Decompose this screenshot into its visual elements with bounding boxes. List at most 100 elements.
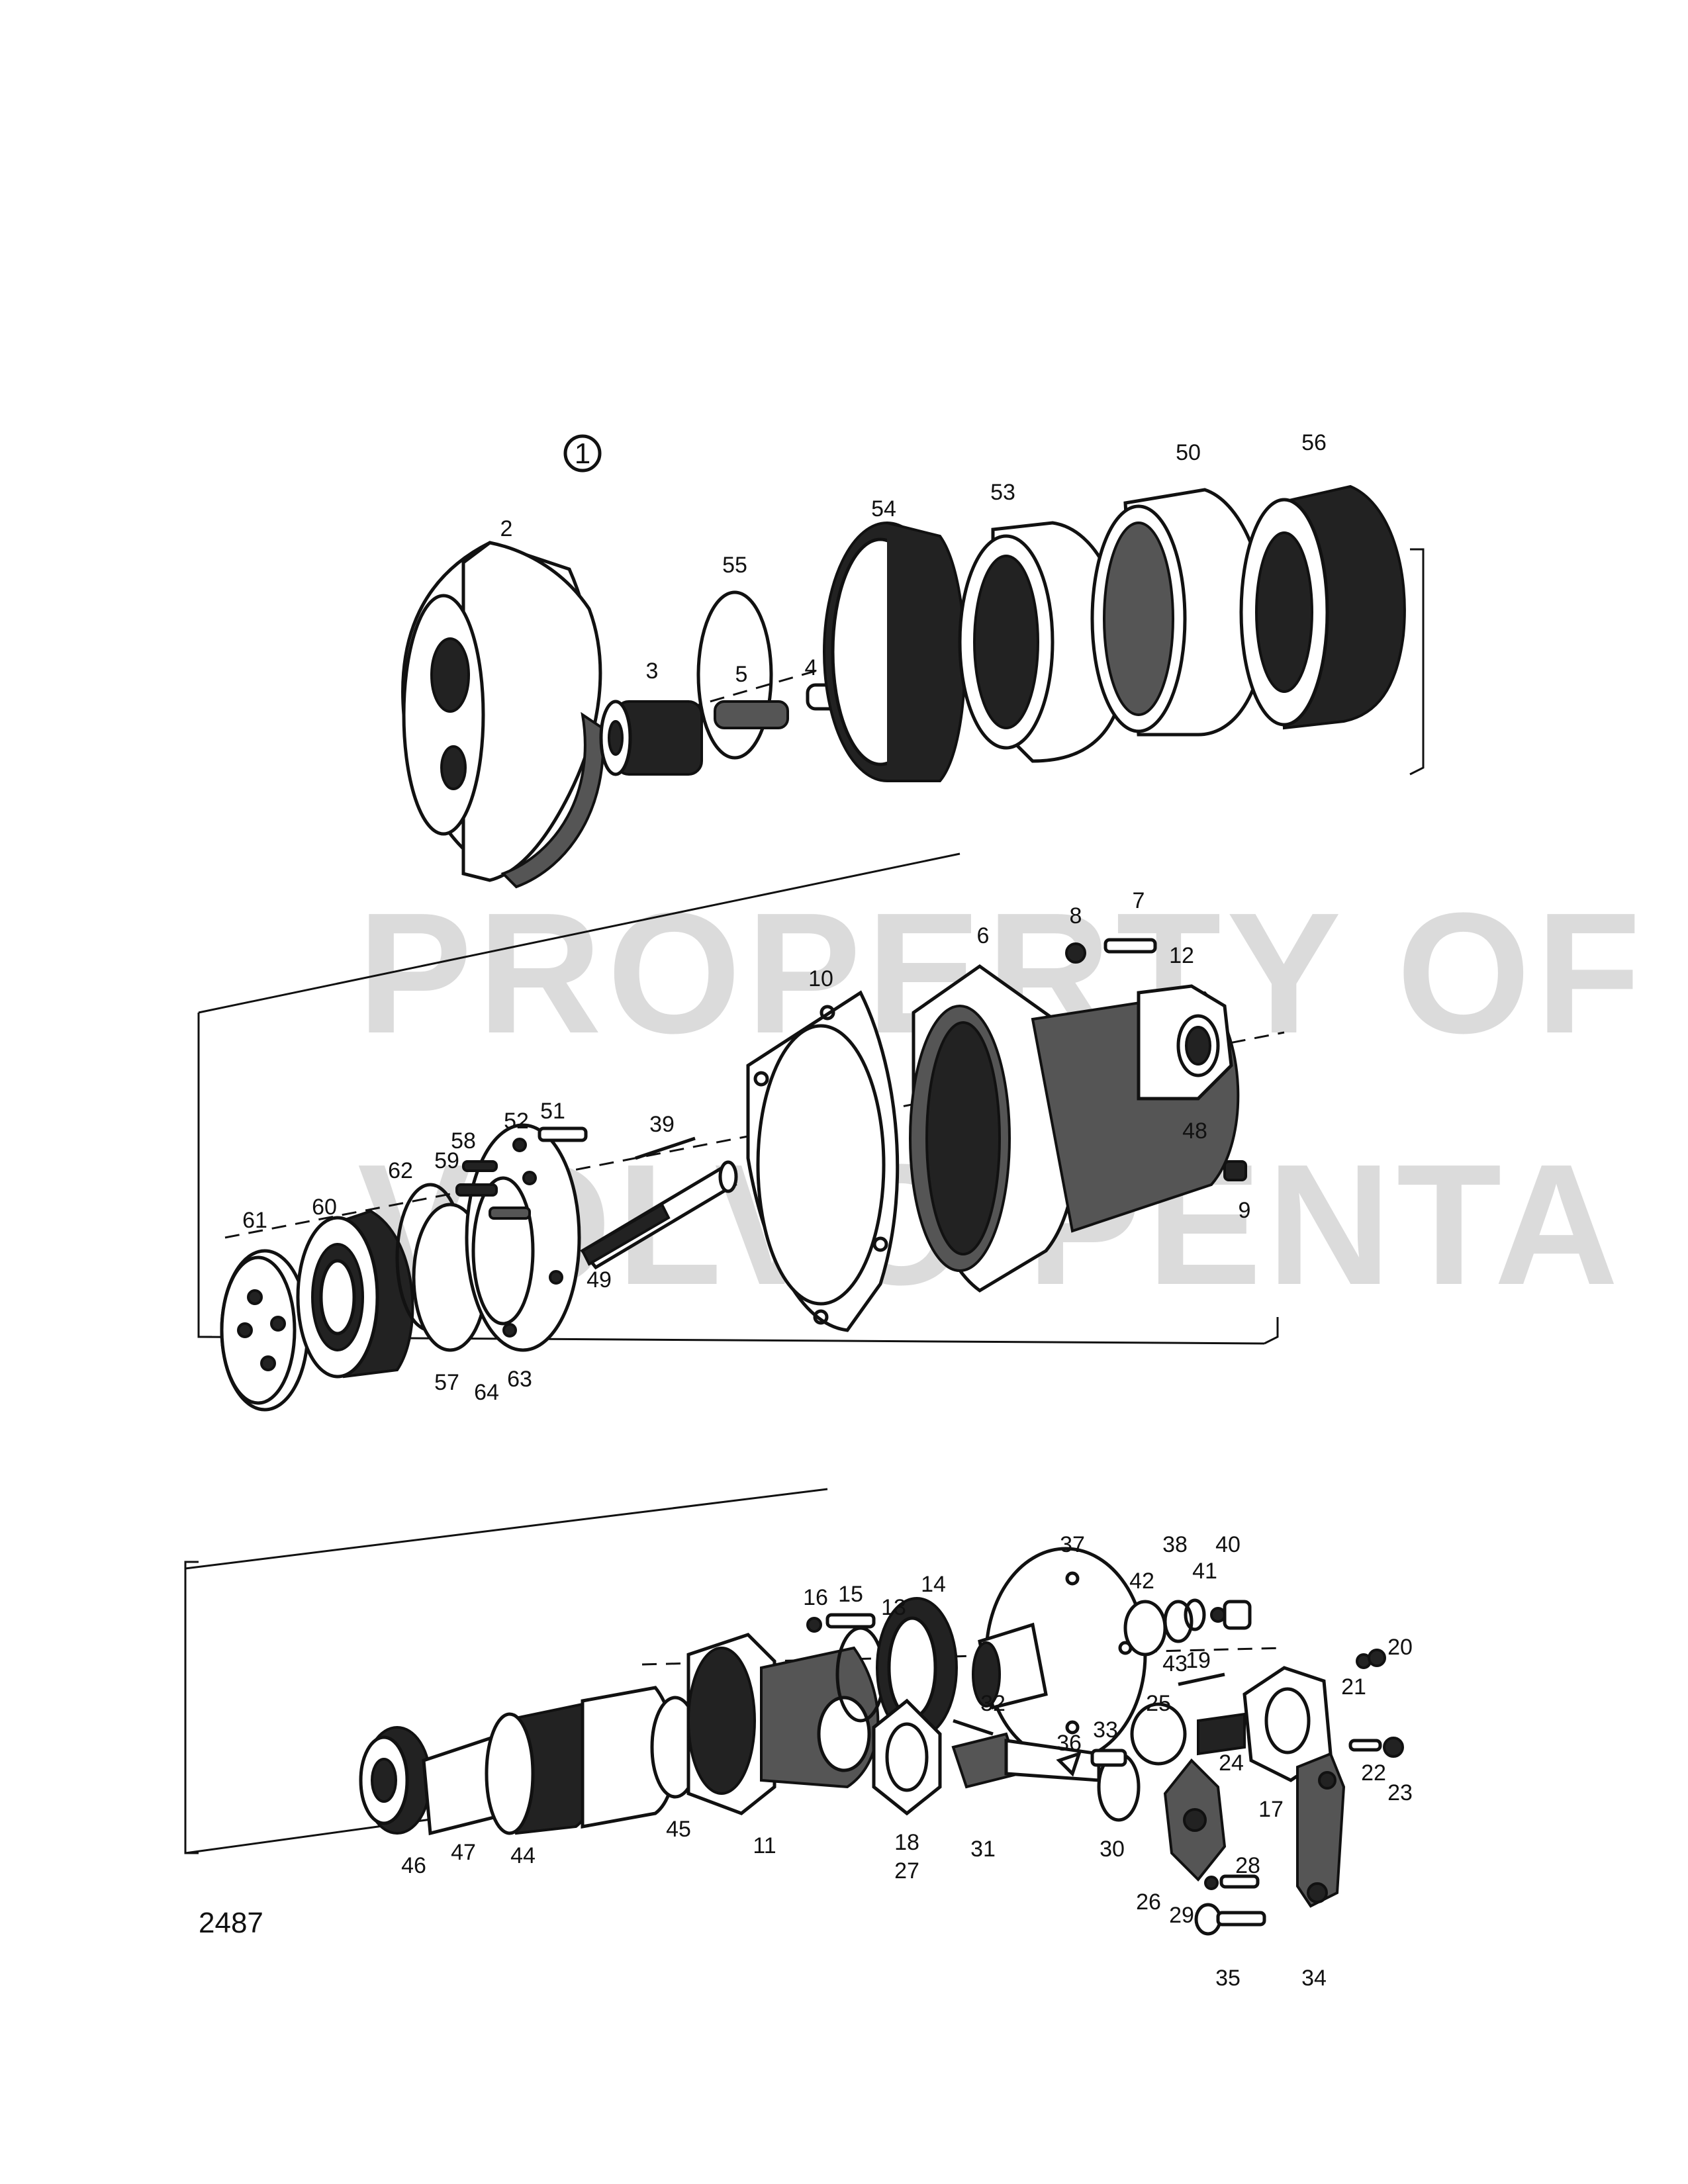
label-7: 7 <box>1133 888 1145 913</box>
label-50: 50 <box>1176 440 1201 465</box>
figure-callout-number: 1 <box>575 437 590 470</box>
part-52-washer <box>512 1138 527 1152</box>
label-10: 10 <box>808 966 833 991</box>
axis-line-middle <box>224 1031 1285 1239</box>
label-40: 40 <box>1215 1532 1241 1557</box>
part-53-clutch-drum <box>958 521 1127 763</box>
label-30: 30 <box>1100 1837 1125 1862</box>
part-6-transmission-housing <box>909 964 1240 1293</box>
label-46: 46 <box>401 1853 426 1878</box>
label-35: 35 <box>1215 1966 1241 1991</box>
label-23: 23 <box>1387 1780 1413 1805</box>
part-54-bearing-ring <box>823 522 966 782</box>
label-56: 56 <box>1301 430 1327 455</box>
part-51-bolt <box>538 1126 588 1142</box>
label-37: 37 <box>1060 1532 1085 1557</box>
label-4: 4 <box>805 655 818 680</box>
part-46-bearing <box>359 1726 432 1835</box>
part-39-pin <box>635 1136 696 1160</box>
label-9: 9 <box>1239 1198 1251 1223</box>
part-38-washer <box>1184 1598 1206 1631</box>
label-18: 18 <box>894 1830 919 1855</box>
label-14: 14 <box>921 1572 946 1597</box>
label-58: 58 <box>451 1128 476 1154</box>
label-8: 8 <box>1070 903 1082 929</box>
label-26: 26 <box>1136 1889 1161 1915</box>
label-32: 32 <box>980 1691 1006 1716</box>
label-49: 49 <box>586 1267 612 1293</box>
label-39: 39 <box>649 1112 675 1137</box>
label-41: 41 <box>1192 1559 1217 1584</box>
frame-upper <box>1409 548 1425 776</box>
label-38: 38 <box>1162 1532 1188 1557</box>
part-22-stud <box>1348 1739 1382 1752</box>
frame-lower-left <box>184 1561 199 1854</box>
part-23-nut <box>1383 1737 1404 1758</box>
label-53: 53 <box>990 480 1015 505</box>
part-10-gasket <box>746 990 900 1332</box>
label-55: 55 <box>722 553 747 578</box>
part-37-flange <box>972 1547 1147 1762</box>
part-3-splined-gear <box>599 700 703 776</box>
label-3: 3 <box>646 659 659 684</box>
label-44: 44 <box>510 1843 536 1868</box>
label-52: 52 <box>504 1109 529 1134</box>
part-63-stud <box>489 1206 531 1220</box>
part-26-cover-plate <box>1163 1758 1227 1882</box>
label-16: 16 <box>803 1585 828 1610</box>
label-34: 34 <box>1301 1966 1327 1991</box>
label-19: 19 <box>1186 1648 1211 1673</box>
frame-middle-right <box>1264 1317 1279 1345</box>
label-43: 43 <box>1162 1651 1188 1676</box>
label-47: 47 <box>451 1840 476 1865</box>
label-20: 20 <box>1387 1635 1413 1660</box>
label-63: 63 <box>507 1367 532 1392</box>
label-57: 57 <box>434 1370 459 1395</box>
label-2: 2 <box>500 516 513 541</box>
part-35-bolt <box>1194 1903 1266 1936</box>
frame-lower-top <box>185 1488 828 1570</box>
section-lower-assembly: 11 13 14 15 16 17 18 27 19 20 21 22 23 2… <box>184 1488 1413 1991</box>
label-25: 25 <box>1146 1691 1171 1716</box>
label-24: 24 <box>1219 1751 1244 1776</box>
part-40-nut <box>1223 1600 1252 1630</box>
part-5-sleeve <box>714 700 789 729</box>
label-12: 12 <box>1169 943 1194 968</box>
part-59-screw <box>455 1183 498 1197</box>
part-41-ring <box>1210 1607 1226 1623</box>
label-13: 13 <box>881 1595 906 1620</box>
part-60-ball-bearing <box>296 1209 414 1379</box>
section-upper-assembly: 1 2 3 4 5 55 54 53 50 56 <box>401 430 1425 889</box>
label-62: 62 <box>388 1158 413 1183</box>
part-31-shift-shaft <box>951 1732 1101 1789</box>
label-42: 42 <box>1129 1569 1154 1594</box>
label-5: 5 <box>735 662 748 687</box>
label-17: 17 <box>1258 1797 1284 1822</box>
label-61: 61 <box>242 1208 267 1233</box>
frame-middle-left <box>197 1013 212 1338</box>
label-31: 31 <box>970 1837 996 1862</box>
part-7-bolt <box>1103 938 1157 954</box>
label-6: 6 <box>977 923 990 948</box>
label-11: 11 <box>753 1833 776 1858</box>
part-24-spring <box>1197 1712 1246 1756</box>
part-11-shift-housing <box>686 1633 880 1815</box>
label-48: 48 <box>1182 1118 1207 1144</box>
part-36-key <box>1056 1751 1082 1777</box>
part-32-key <box>953 1719 994 1736</box>
part-20-nut <box>1368 1649 1386 1667</box>
label-45: 45 <box>666 1817 691 1842</box>
label-59: 59 <box>434 1148 459 1173</box>
part-9-plug <box>1223 1160 1247 1181</box>
part-25-detent-ball-housing <box>1130 1702 1187 1766</box>
part-55-snap-ring <box>696 590 773 760</box>
part-58-screw <box>462 1160 498 1172</box>
part-29-washer <box>1204 1876 1219 1890</box>
part-42-washer <box>1123 1600 1167 1657</box>
part-18-gasket <box>872 1698 942 1816</box>
label-21: 21 <box>1341 1674 1366 1700</box>
label-64: 64 <box>474 1380 499 1405</box>
part-34-shift-lever <box>1296 1752 1346 1908</box>
